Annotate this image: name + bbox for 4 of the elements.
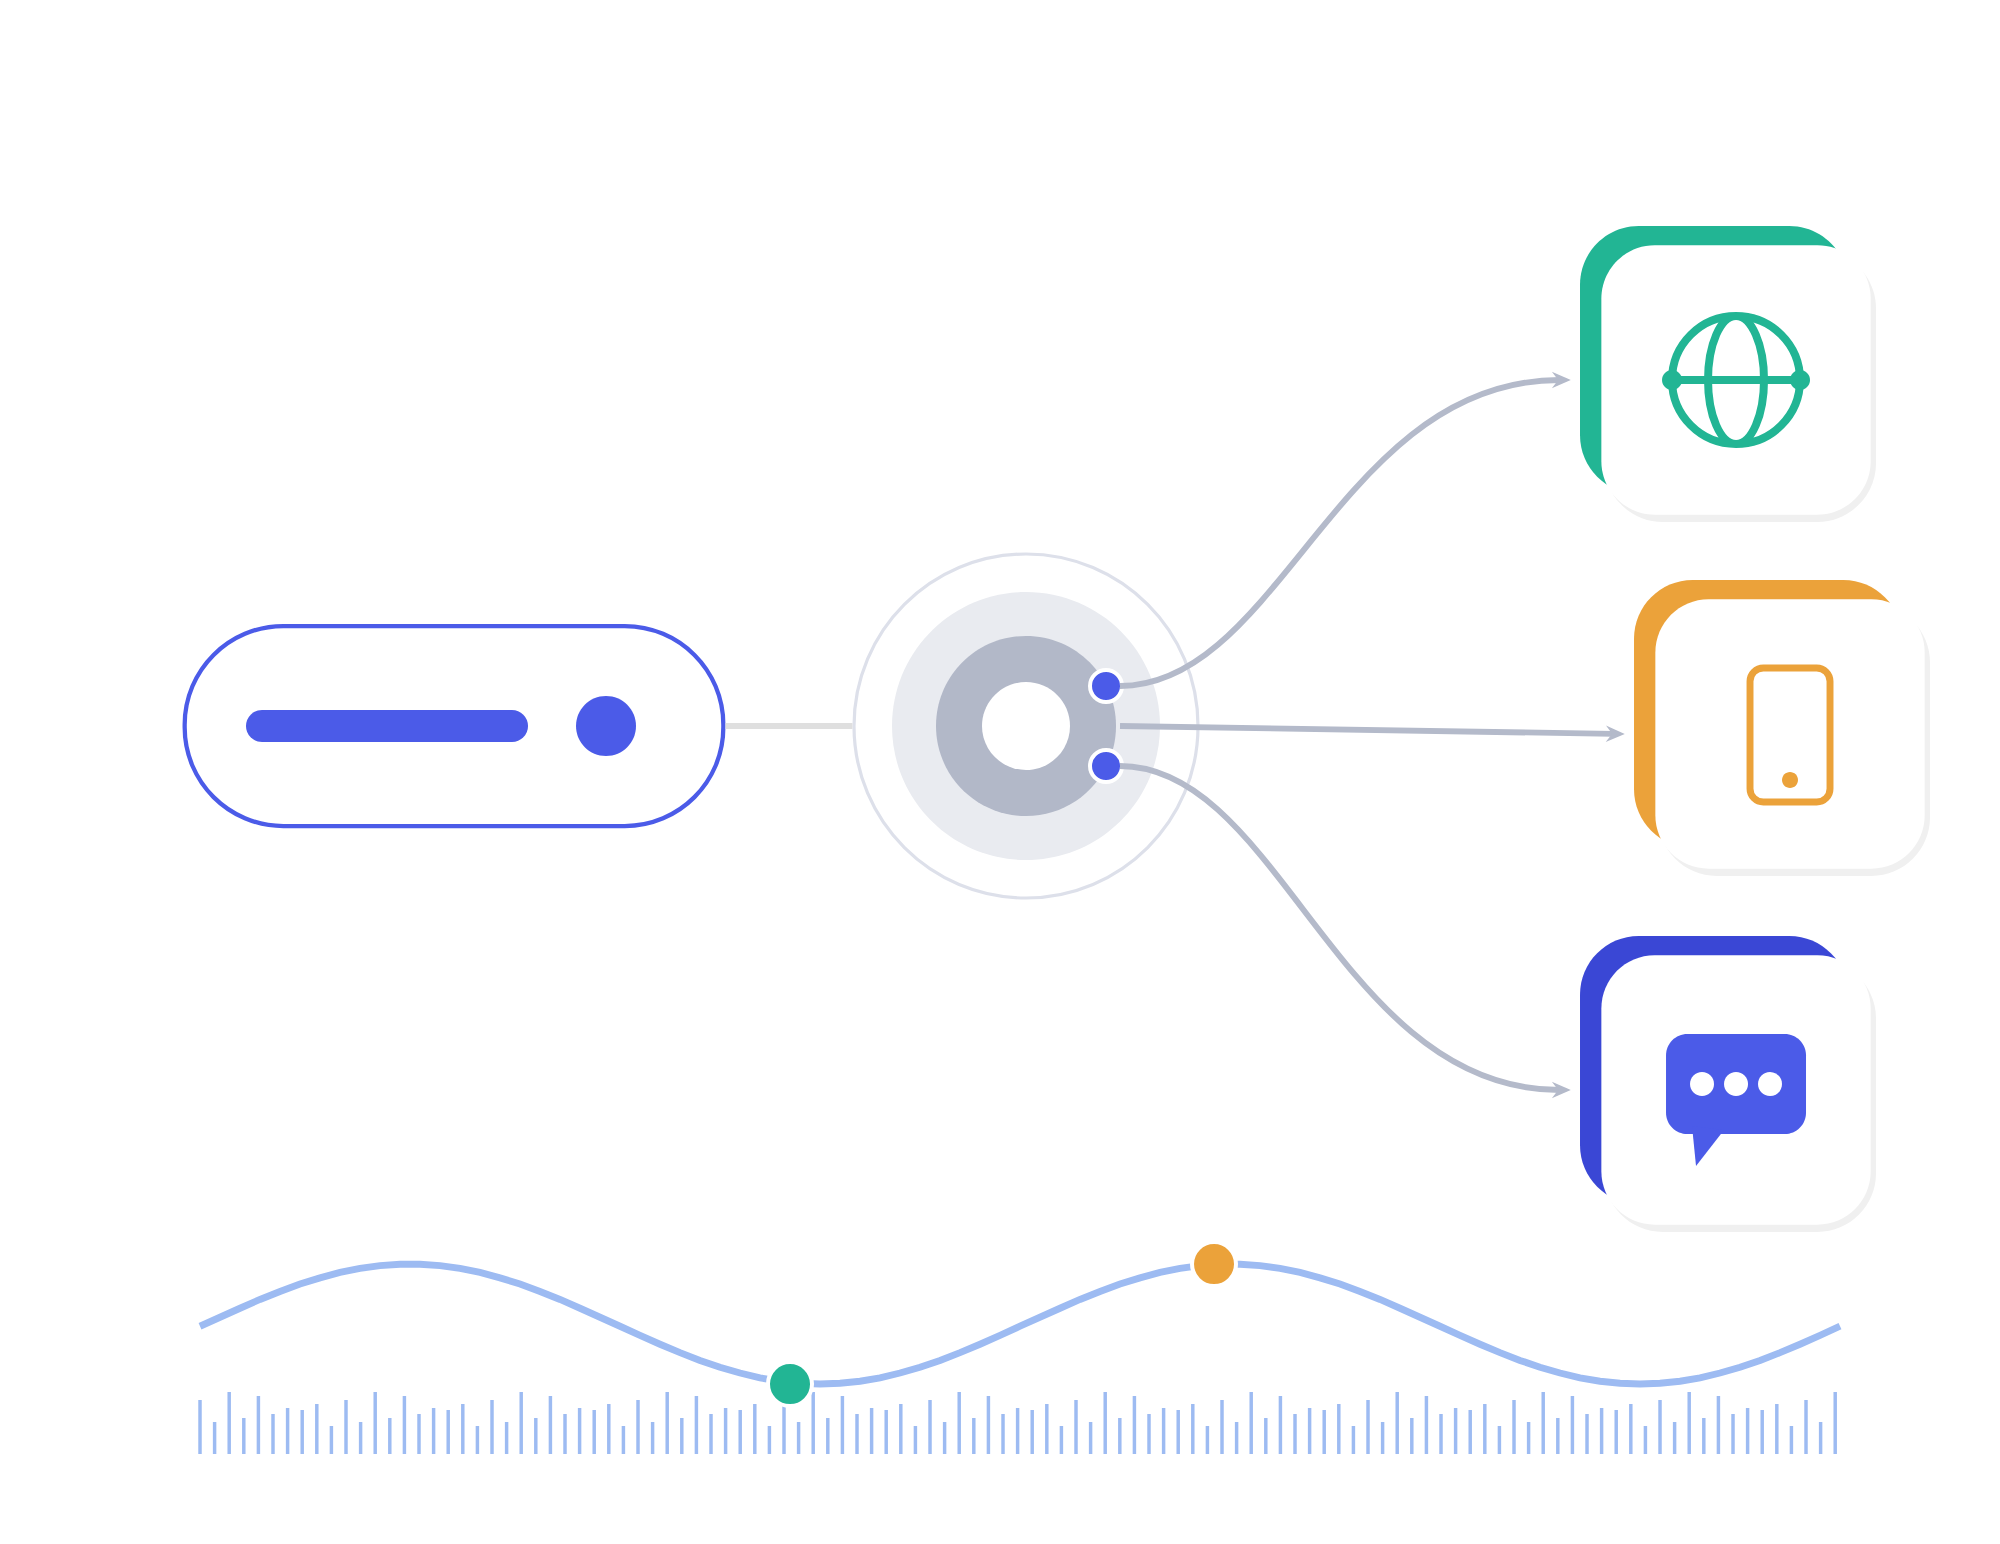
app-card xyxy=(1580,226,1876,522)
toggle-pill xyxy=(182,623,726,829)
app-card xyxy=(1634,580,1930,876)
hub-circle xyxy=(852,552,1200,900)
